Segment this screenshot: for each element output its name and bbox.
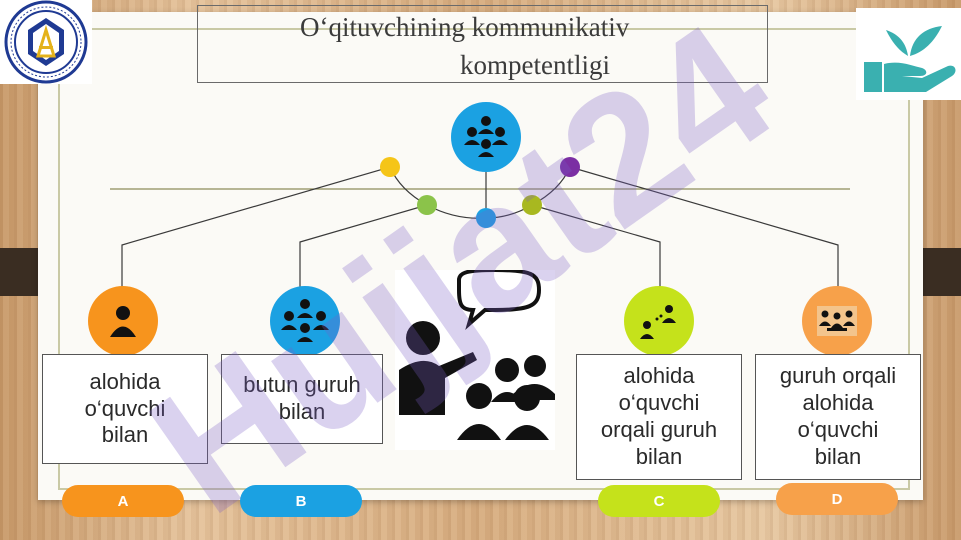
single-person-icon [110, 306, 136, 337]
meeting-table-icon [817, 306, 857, 336]
page-title-line1: O‘qituvchining kommunikativ [300, 12, 630, 42]
option-c-label: alohida o‘quvchi orqali guruh bilan [576, 354, 742, 480]
teacher-illustration [395, 267, 555, 450]
node-olive [522, 195, 542, 215]
teacher-speaking-to-class-icon [399, 267, 555, 440]
option-a-circle [88, 286, 158, 356]
node-purple [560, 157, 580, 177]
option-c-circle [624, 286, 694, 356]
sprout-logo [856, 8, 961, 100]
title-frame [197, 5, 768, 83]
group-of-people-icon [464, 116, 508, 157]
institute-emblem-icon [4, 0, 88, 84]
option-b-label: butun guruh bilan [221, 354, 383, 444]
node-green [417, 195, 437, 215]
option-b-circle [270, 286, 340, 356]
answer-a-button[interactable]: A [62, 485, 184, 517]
top-group-circle [451, 102, 521, 172]
inner-frame [58, 28, 910, 490]
page-title-line2: kompetentligi [460, 50, 610, 80]
option-a-label: alohida o‘quvchi bilan [42, 354, 208, 464]
group-of-people-icon [281, 299, 329, 342]
institute-logo [0, 0, 92, 84]
node-blue [476, 208, 496, 228]
node-yellow [380, 157, 400, 177]
person-presenting-icon [640, 305, 676, 339]
answer-c-button[interactable]: C [598, 485, 720, 517]
option-d-label: guruh orqali alohida o‘quvchi bilan [755, 354, 921, 480]
answer-b-button[interactable]: B [240, 485, 362, 517]
option-d-circle [802, 286, 872, 356]
answer-d-button[interactable]: D [776, 483, 898, 515]
hand-with-sprout-icon [864, 26, 956, 92]
